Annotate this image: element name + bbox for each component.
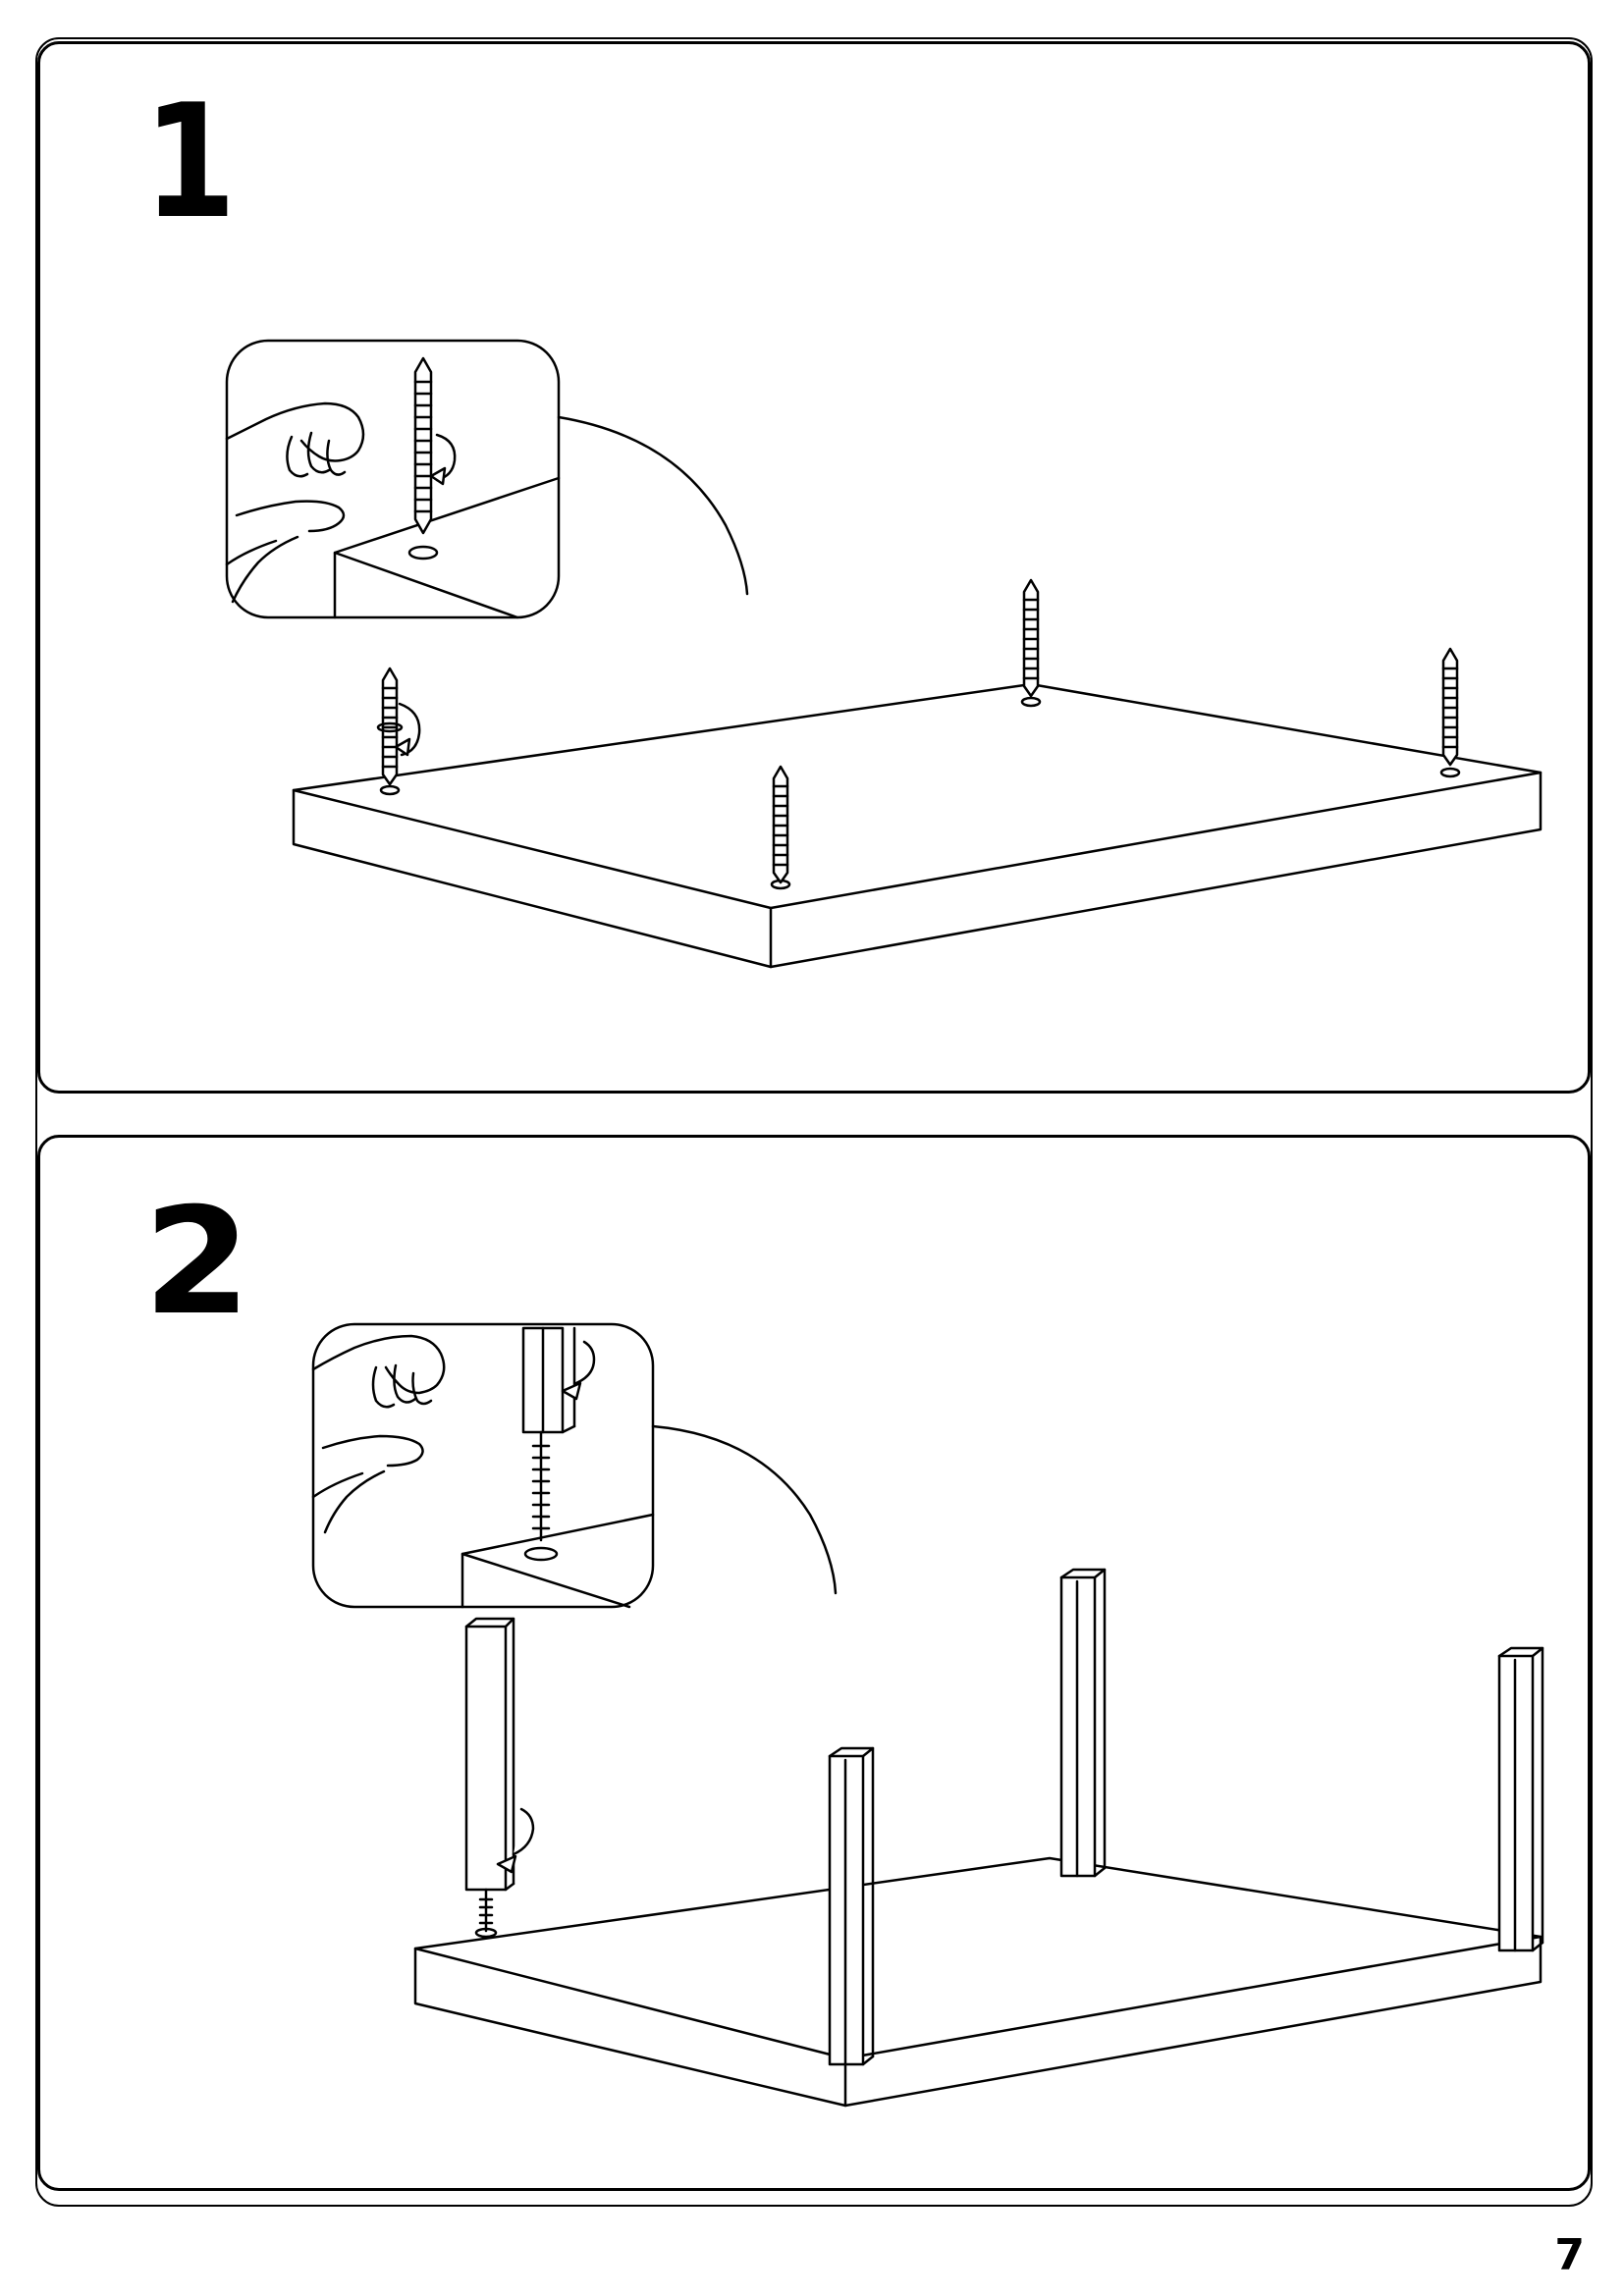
detail-leader — [651, 1424, 838, 1595]
step-1-illustration — [225, 339, 1543, 969]
detail-inset — [225, 339, 561, 619]
screw-icon — [381, 667, 399, 786]
detail-inset — [311, 1322, 655, 1609]
screw-hole — [379, 784, 401, 796]
table-leg-icon — [1059, 1568, 1107, 1878]
screw-icon — [772, 765, 789, 884]
tabletop-slab — [292, 682, 1543, 969]
screw-icon — [1441, 647, 1459, 767]
step-2-panel: 2 — [37, 1135, 1591, 2191]
rotate-arrow-icon — [376, 702, 421, 757]
step-2-illustration — [311, 1322, 1544, 2108]
page-number: 7 — [1554, 2230, 1585, 2280]
table-leg-icon — [1497, 1646, 1544, 1952]
step-2-number: 2 — [143, 1177, 251, 1348]
step-1-number: 1 — [143, 70, 237, 253]
page-border — [35, 37, 1593, 2207]
table-leg-icon — [828, 1746, 875, 2066]
step-1-panel: 1 — [37, 41, 1591, 1094]
hand-icon — [311, 1334, 446, 1534]
screw-hole — [1439, 767, 1461, 778]
hand-icon — [225, 401, 365, 604]
screw-hole — [1020, 696, 1042, 708]
tabletop-slab — [413, 1856, 1543, 2108]
screw-icon — [1022, 578, 1040, 698]
detail-leader — [557, 415, 749, 596]
table-leg-icon — [464, 1617, 535, 1939]
